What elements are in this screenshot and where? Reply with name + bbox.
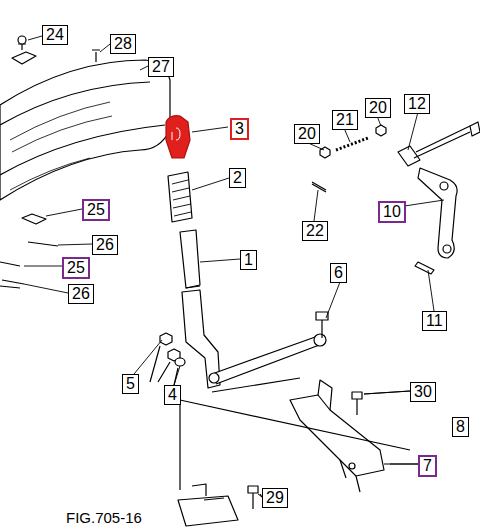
callout-number: 20 [365,98,391,118]
callout-number: 28 [110,34,136,54]
callout-number: 3 [230,118,249,140]
callout-number: 5 [122,374,139,394]
callout-number: 8 [452,417,469,437]
callout-number: 22 [302,221,328,241]
callout-number: 4 [164,385,181,405]
callout-number: 30 [410,382,436,402]
callout-number: 25 [62,257,90,279]
callout-number: 24 [42,25,68,45]
figure-caption: FIG.705-16 [66,510,142,526]
callout-number: 6 [330,263,347,283]
callout-number: 1 [240,250,257,270]
callout-number: 27 [148,57,174,77]
callout-number: 20 [294,124,320,144]
callout-number: 12 [404,94,430,114]
callout-number: 7 [418,455,437,477]
callout-number: 26 [68,284,94,304]
callout-number: 26 [92,235,118,255]
callout-number: 2 [229,168,246,188]
callout-number: 25 [82,199,110,221]
callout-number: 21 [332,110,358,130]
callout-number: 29 [262,488,288,508]
callout-number: 11 [422,311,447,331]
callout-number: 10 [378,201,406,223]
